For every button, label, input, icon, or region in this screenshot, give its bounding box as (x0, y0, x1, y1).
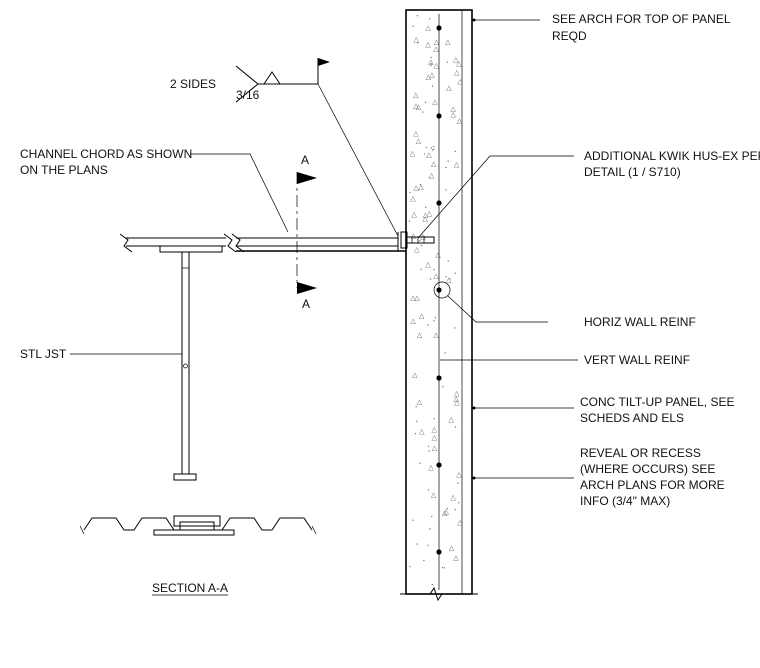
svg-text:△: △ (413, 102, 419, 110)
weld-symbol (235, 58, 399, 237)
note-reveal-line1: REVEAL OR RECESS (580, 446, 701, 460)
svg-text:△: △ (454, 395, 460, 403)
svg-text:△: △ (410, 317, 416, 325)
svg-text:△: △ (445, 38, 451, 46)
svg-text:△: △ (429, 71, 435, 79)
svg-text:△: △ (451, 105, 457, 113)
svg-text:△: △ (413, 184, 419, 192)
metal-deck-profile (79, 515, 317, 536)
svg-text:△: △ (444, 508, 450, 516)
svg-text:△: △ (432, 426, 438, 434)
svg-text:△: △ (435, 251, 441, 259)
svg-text:△: △ (451, 111, 457, 119)
svg-text:△: △ (425, 260, 431, 268)
svg-text:△: △ (416, 103, 422, 111)
concrete-stipple: △△△△△△△△△△△△△△△△△△△△△△△△△△△△△△△△△△△△△△△△… (408, 15, 464, 586)
horiz-reinf-circle (433, 281, 451, 299)
svg-text:△: △ (434, 62, 440, 70)
svg-text:△: △ (413, 129, 419, 137)
note-panel-line1: CONC TILT-UP PANEL, SEE (580, 395, 735, 409)
svg-text:△: △ (410, 194, 416, 202)
note-anchor-line2: DETAIL (1 / S710) (584, 165, 681, 179)
svg-text:△: △ (456, 60, 462, 68)
svg-text:△: △ (453, 56, 459, 64)
svg-text:△: △ (414, 246, 420, 254)
svg-text:△: △ (426, 151, 432, 159)
svg-text:△: △ (428, 58, 434, 66)
section-cut-label-bottom: A (302, 297, 310, 311)
rebar-dots (433, 25, 451, 555)
svg-text:△: △ (442, 509, 448, 517)
note-top-of-panel-line2: REQD (552, 29, 587, 43)
svg-text:△: △ (432, 98, 438, 106)
note-reveal-line2: (WHERE OCCURS) SEE (580, 462, 715, 476)
svg-text:△: △ (410, 294, 416, 302)
svg-text:△: △ (454, 399, 460, 407)
note-anchor-line1: ADDITIONAL KWIK HUS-EX PER (584, 149, 760, 163)
section-cut-marker (296, 172, 317, 294)
svg-text:△: △ (410, 149, 416, 157)
svg-text:△: △ (433, 45, 439, 53)
leaders (70, 18, 578, 480)
svg-text:△: △ (457, 518, 463, 526)
svg-text:△: △ (432, 444, 438, 452)
svg-text:△: △ (419, 427, 425, 435)
svg-text:△: △ (427, 210, 433, 218)
note-reveal-line4: INFO (3/4" MAX) (580, 494, 670, 508)
svg-text:△: △ (425, 41, 431, 49)
svg-text:△: △ (413, 91, 419, 99)
svg-text:△: △ (428, 464, 434, 472)
svg-text:△: △ (454, 160, 460, 168)
svg-text:△: △ (422, 215, 428, 223)
svg-text:△: △ (431, 160, 437, 168)
steel-joist (159, 245, 223, 481)
note-channel-chord-line2: ON THE PLANS (20, 163, 108, 177)
svg-text:△: △ (433, 272, 439, 280)
svg-text:△: △ (432, 434, 438, 442)
svg-text:△: △ (454, 389, 460, 397)
svg-text:△: △ (456, 470, 462, 478)
note-channel-chord-line1: CHANNEL CHORD AS SHOWN (20, 147, 192, 161)
svg-text:△: △ (451, 494, 457, 502)
svg-text:△: △ (429, 172, 435, 180)
svg-text:△: △ (431, 491, 437, 499)
svg-text:△: △ (417, 331, 423, 339)
svg-text:△: △ (426, 24, 432, 32)
section-cut-label-top: A (301, 153, 309, 167)
svg-text:△: △ (434, 38, 440, 46)
note-vert-reinf: VERT WALL REINF (584, 353, 690, 367)
svg-text:△: △ (449, 544, 455, 552)
svg-text:△: △ (449, 416, 455, 424)
svg-text:△: △ (426, 73, 432, 81)
svg-text:△: △ (458, 78, 464, 86)
concrete-panel: △△△△△△△△△△△△△△△△△△△△△△△△△△△△△△△△△△△△△△△△… (400, 9, 478, 602)
section-title: SECTION A-A (152, 581, 228, 595)
note-reveal-line3: ARCH PLANS FOR MORE (580, 478, 725, 492)
svg-text:△: △ (412, 371, 418, 379)
channel-chord (119, 231, 435, 253)
svg-text:△: △ (423, 211, 429, 219)
note-top-of-panel-line1: SEE ARCH FOR TOP OF PANEL (552, 12, 731, 26)
note-weld-size: 3/16 (236, 88, 260, 102)
svg-text:△: △ (414, 294, 420, 302)
svg-text:△: △ (414, 35, 420, 43)
note-panel-line2: SCHEDS AND ELS (580, 411, 684, 425)
svg-text:△: △ (412, 211, 418, 219)
note-stl-jst: STL JST (20, 347, 67, 361)
note-weld-sides: 2 SIDES (170, 77, 216, 91)
svg-text:△: △ (457, 117, 463, 125)
svg-text:△: △ (417, 398, 423, 406)
note-horiz-reinf: HORIZ WALL REINF (584, 315, 696, 329)
svg-text:△: △ (411, 232, 417, 240)
svg-text:△: △ (454, 68, 460, 76)
svg-text:△: △ (419, 312, 425, 320)
svg-text:△: △ (418, 183, 424, 191)
svg-text:△: △ (416, 137, 422, 145)
svg-text:△: △ (446, 84, 452, 92)
svg-text:△: △ (434, 331, 440, 339)
svg-text:△: △ (453, 554, 459, 562)
svg-text:△: △ (446, 276, 452, 284)
